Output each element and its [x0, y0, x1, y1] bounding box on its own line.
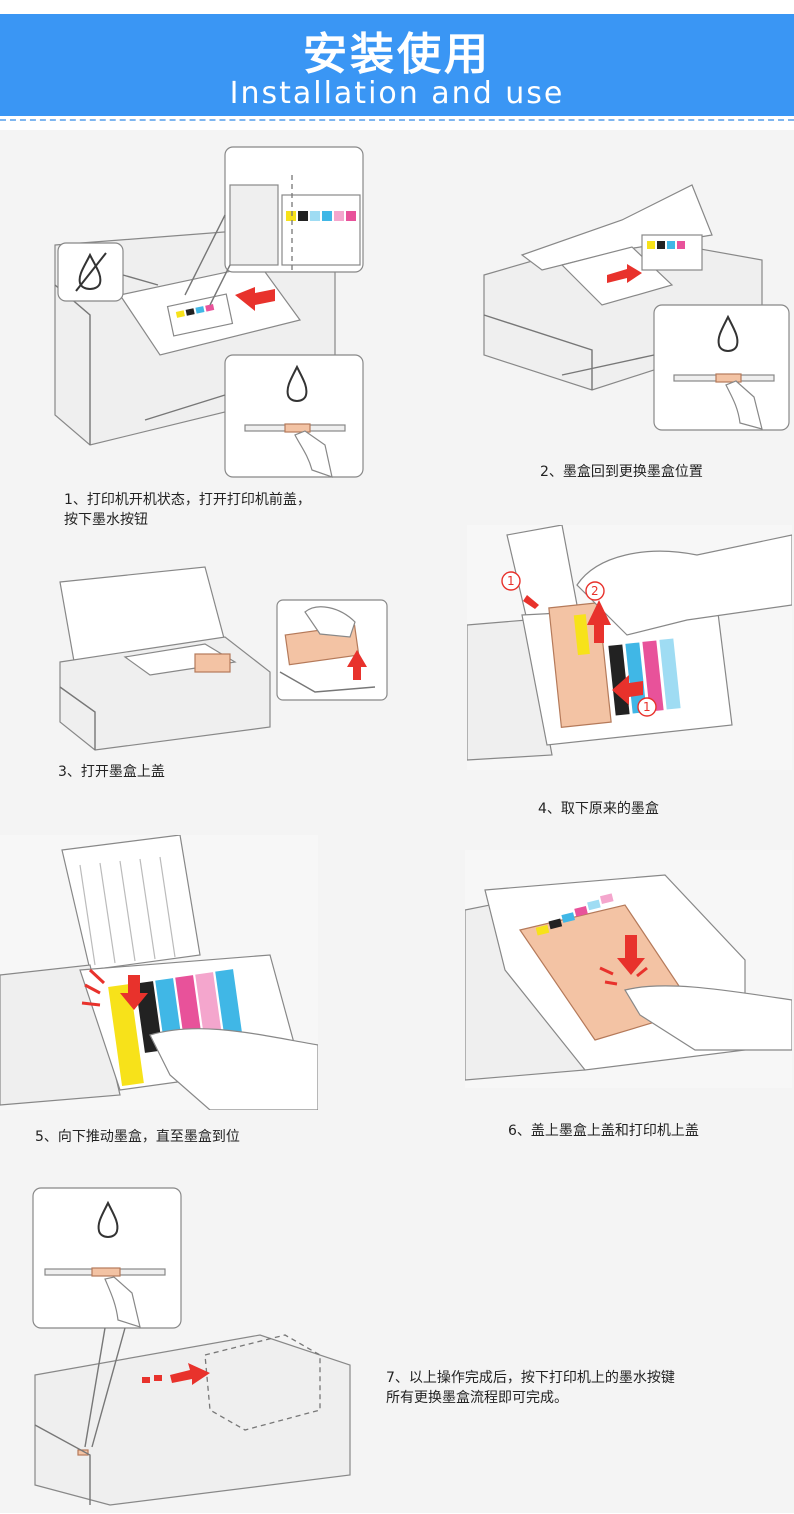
step-3-caption-line1: 3、打开墨盒上盖	[58, 764, 165, 780]
title-cn: 安装使用	[303, 29, 491, 80]
step-3-illustration	[55, 562, 390, 752]
step-5-illustration	[0, 834, 319, 1111]
step-1-caption-line2: 按下墨水按钮	[64, 512, 148, 528]
step-6-caption-line1: 6、盖上墨盒上盖和打印机上盖	[508, 1123, 699, 1139]
step-3-caption: 3、打开墨盒上盖	[58, 762, 165, 782]
step-2-caption: 2、墨盒回到更换墨盒位置	[540, 462, 703, 482]
step-6-caption: 6、盖上墨盒上盖和打印机上盖	[508, 1121, 699, 1141]
header: 安装使用 Installation and use	[0, 0, 794, 130]
step-7-caption-line2: 所有更换墨盒流程即可完成。	[386, 1390, 568, 1406]
step-4-illustration: 1 2 1	[466, 524, 793, 770]
marker-2: 2	[591, 584, 599, 598]
step-2-illustration	[482, 175, 792, 435]
step-5-caption: 5、向下推动墨盒，直至墨盒到位	[35, 1127, 240, 1147]
step-4-caption: 4、取下原来的墨盒	[538, 799, 659, 819]
step-7-caption-line1: 7、以上操作完成后，按下打印机上的墨水按键	[386, 1370, 675, 1386]
title-banner: 安装使用 Installation and use	[0, 14, 794, 116]
step-1-caption: 1、打印机开机状态，打开打印机前盖， 按下墨水按钮	[64, 490, 311, 530]
banner-divider	[0, 119, 794, 121]
title-en: Installation and use	[229, 76, 565, 111]
step-2-caption-line1: 2、墨盒回到更换墨盒位置	[540, 464, 703, 480]
step-6-illustration	[464, 850, 793, 1088]
step-1-illustration	[50, 145, 370, 480]
marker-1a: 1	[507, 574, 515, 588]
step-1-caption-line1: 1、打印机开机状态，打开打印机前盖，	[64, 492, 311, 508]
step-5-caption-line1: 5、向下推动墨盒，直至墨盒到位	[35, 1129, 240, 1145]
step-7-caption: 7、以上操作完成后，按下打印机上的墨水按键 所有更换墨盒流程即可完成。	[386, 1368, 675, 1408]
marker-1b: 1	[643, 700, 651, 714]
step-7-illustration	[30, 1185, 355, 1510]
step-4-caption-line1: 4、取下原来的墨盒	[538, 801, 659, 817]
